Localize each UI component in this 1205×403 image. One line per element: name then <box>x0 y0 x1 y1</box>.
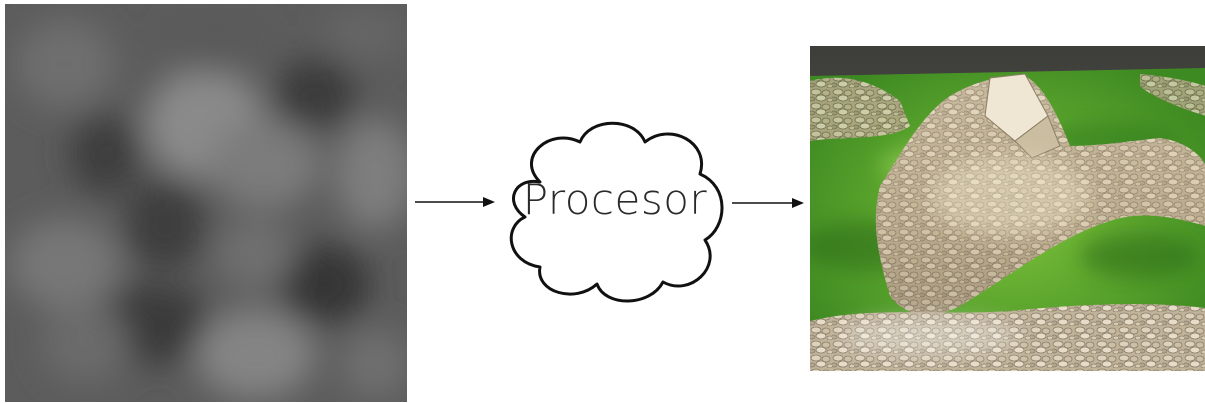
processor-label: Procesor <box>522 175 708 224</box>
heightmap-image <box>5 4 407 402</box>
terrain-render-image <box>810 46 1205 371</box>
arrow-right-icon <box>415 197 495 207</box>
arrow-right-icon <box>732 198 804 208</box>
processor-cloud <box>509 121 724 303</box>
